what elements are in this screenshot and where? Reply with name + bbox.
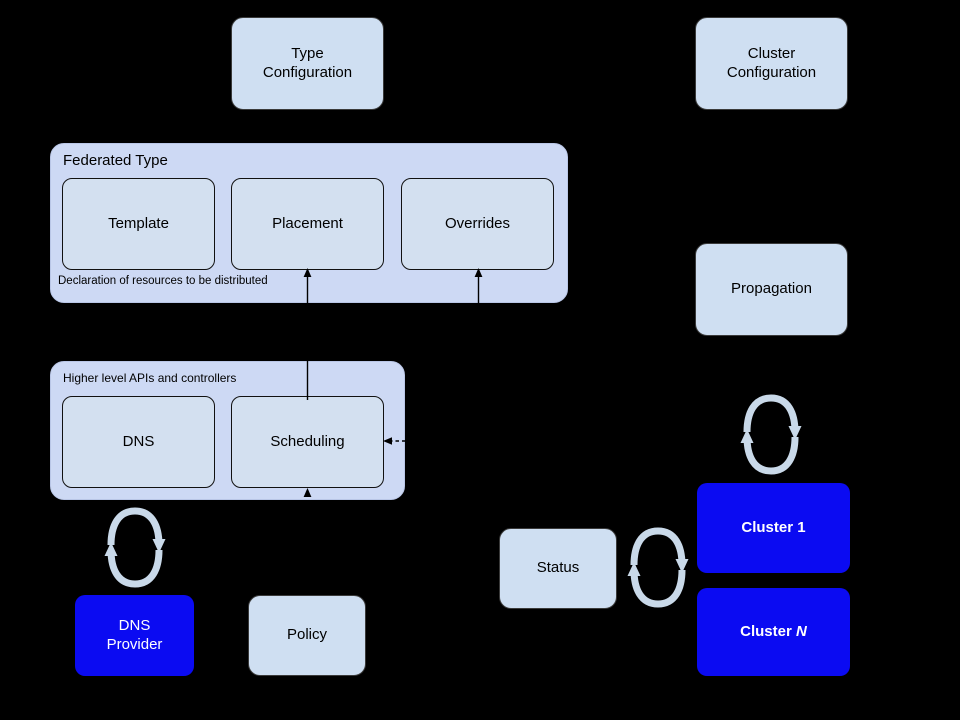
node-cluster-1[interactable]: Cluster 1	[697, 483, 850, 573]
node-type-configuration-label: Type Configuration	[263, 45, 352, 82]
sync-arrows-icon-dns	[104, 505, 166, 590]
node-dns-provider-label: DNS Provider	[107, 617, 163, 654]
node-propagation-label: Propagation	[731, 280, 812, 298]
sync-arrows-icon-status	[627, 525, 689, 610]
node-template[interactable]: Template	[62, 178, 215, 270]
node-overrides-label: Overrides	[444, 214, 511, 232]
node-scheduling-label: Scheduling	[270, 432, 345, 450]
sync-arrows-icon-cluster	[740, 392, 802, 477]
node-dns[interactable]: DNS	[62, 396, 215, 488]
node-dns-label: DNS	[122, 432, 155, 450]
cluster-config-line2: Configuration	[726, 63, 817, 81]
dns-provider-line1: DNS	[118, 617, 151, 635]
cluster-n-suffix: N	[796, 622, 807, 640]
group-federated-type-title: Federated Type	[63, 152, 168, 169]
node-placement-label: Placement	[272, 214, 343, 232]
node-scheduling[interactable]: Scheduling	[231, 396, 384, 488]
node-policy-label: Policy	[286, 626, 327, 644]
dns-provider-line2: Provider	[106, 635, 163, 653]
node-cluster-configuration[interactable]: Cluster Configuration	[695, 17, 848, 110]
group-higher-level-apis-title: Higher level APIs and controllers	[63, 371, 237, 385]
node-placement[interactable]: Placement	[231, 178, 384, 270]
group-federated-type-note: Declaration of resources to be distribut…	[58, 275, 268, 287]
node-cluster-n-label: Cluster N	[740, 623, 807, 641]
cluster-config-line1: Cluster	[747, 45, 796, 63]
cluster-n-prefix: Cluster	[740, 622, 796, 640]
type-config-line1: Type	[291, 45, 324, 63]
node-cluster-1-label: Cluster 1	[741, 518, 806, 536]
node-template-label: Template	[108, 214, 169, 232]
node-policy[interactable]: Policy	[248, 595, 366, 676]
node-overrides[interactable]: Overrides	[401, 178, 554, 270]
node-dns-provider[interactable]: DNS Provider	[75, 595, 194, 676]
node-status[interactable]: Status	[499, 528, 617, 609]
node-propagation[interactable]: Propagation	[695, 243, 848, 336]
type-config-line2: Configuration	[262, 63, 353, 81]
node-status-label: Status	[536, 559, 580, 577]
node-type-configuration[interactable]: Type Configuration	[231, 17, 384, 110]
node-cluster-configuration-label: Cluster Configuration	[727, 45, 816, 82]
node-cluster-n[interactable]: Cluster N	[697, 588, 850, 676]
